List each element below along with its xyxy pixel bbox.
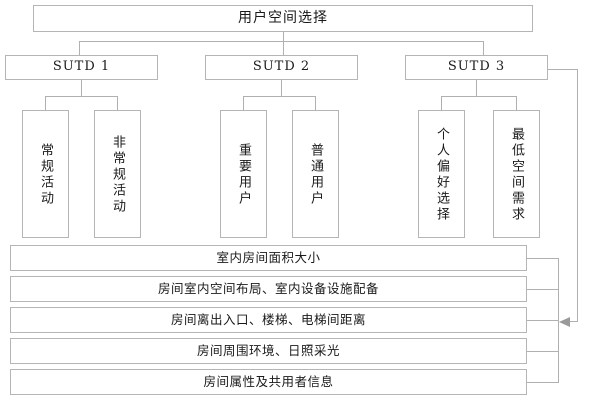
attribute-row-4-label: 房间周围环境、日照采光 (196, 342, 340, 358)
node-personal-preference-label: 个人偏好选择 (434, 127, 449, 223)
node-important-user: 重要用户 (220, 110, 267, 238)
attribute-row-2-label: 房间室内空间布局、室内设备设施配备 (157, 280, 379, 296)
connector-sutd3-child2 (516, 96, 517, 110)
attribute-row-2: 房间室内空间布局、室内设备设施配备 (10, 276, 527, 302)
attribute-stub-5 (527, 382, 559, 383)
node-important-user-label: 重要用户 (236, 143, 251, 207)
connector-to-sutd1 (79, 41, 80, 55)
attribute-stub-2 (527, 289, 559, 290)
connector-sutd1-bus (45, 96, 118, 97)
connector-arrow-stem (570, 321, 578, 322)
connector-sutd3-bus (441, 96, 516, 97)
node-sutd2: SUTD 2 (205, 55, 358, 80)
node-sutd3: SUTD 3 (405, 55, 548, 80)
attribute-row-1-label: 室内房间面积大小 (216, 249, 321, 265)
attribute-stub-4 (527, 351, 559, 352)
connector-root-down (283, 32, 284, 42)
node-sutd2-label: SUTD 2 (252, 59, 311, 75)
node-normal-user-label: 普通用户 (308, 143, 323, 207)
node-minimum-space-requirement-label: 最低空间需求 (509, 127, 524, 223)
connector-sutd2-bus (243, 96, 316, 97)
connector-sutd1-child2 (117, 96, 118, 110)
connector-sutd3-right (548, 69, 578, 70)
connector-sutd2-child1 (243, 96, 244, 110)
node-personal-preference: 个人偏好选择 (418, 110, 465, 238)
node-normal-user: 普通用户 (292, 110, 339, 238)
connector-sutd1-child1 (45, 96, 46, 110)
attribute-row-1: 室内房间面积大小 (10, 245, 527, 271)
attribute-row-3-label: 房间离出入口、楼梯、电梯间距离 (170, 311, 366, 327)
node-minimum-space-requirement: 最低空间需求 (493, 110, 540, 238)
node-regular-activity: 常规活动 (22, 110, 69, 238)
arrowhead-into-attributes (559, 317, 570, 327)
connector-level2-bus (79, 41, 484, 42)
root-node-user-space-selection: 用户空间选择 (33, 5, 533, 32)
node-sutd1-label: SUTD 1 (52, 59, 111, 75)
connector-sutd2-child2 (315, 96, 316, 110)
attribute-row-5-label: 房间属性及共用者信息 (203, 373, 334, 389)
node-irregular-activity: 非常规活动 (94, 110, 141, 238)
connector-right-vertical (577, 69, 578, 322)
node-irregular-activity-label: 非常规活动 (110, 135, 125, 215)
connector-sutd2-down (281, 80, 282, 96)
node-regular-activity-label: 常规活动 (38, 143, 53, 207)
connector-to-sutd2 (283, 41, 284, 55)
connector-sutd1-down (81, 80, 82, 96)
root-node-label: 用户空间选择 (238, 10, 328, 27)
attribute-row-5: 房间属性及共用者信息 (10, 369, 527, 395)
attribute-stub-3 (527, 320, 559, 321)
connector-to-sutd3 (483, 41, 484, 55)
connector-sutd3-child1 (441, 96, 442, 110)
attribute-row-3: 房间离出入口、楼梯、电梯间距离 (10, 307, 527, 333)
attribute-row-4: 房间周围环境、日照采光 (10, 338, 527, 364)
attribute-stub-1 (527, 258, 559, 259)
node-sutd3-label: SUTD 3 (447, 59, 506, 75)
connector-sutd3-down (476, 80, 477, 96)
node-sutd1: SUTD 1 (5, 55, 158, 80)
